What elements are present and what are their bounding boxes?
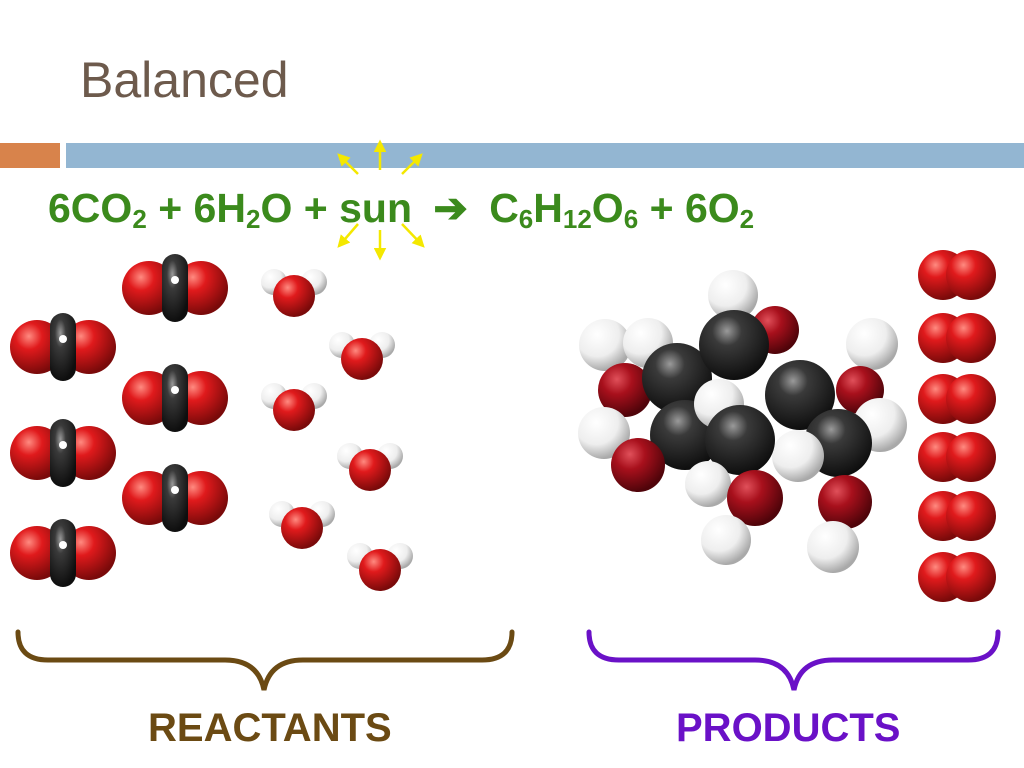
sun-term: sun <box>337 139 425 261</box>
co2-subscript: 2 <box>132 204 147 234</box>
h2o-molecule <box>261 269 327 317</box>
h2o-subscript: 2 <box>245 204 261 234</box>
h2o-molecule <box>329 332 395 380</box>
glucose-molecule <box>578 270 907 573</box>
h2o-molecule <box>261 383 327 431</box>
co2-molecule <box>10 419 116 487</box>
h2o-text: 6H <box>193 185 246 231</box>
glucose-hydrogen-text: H <box>533 185 563 231</box>
plus-sign: + <box>303 185 328 231</box>
glucose-carbon-subscript: 6 <box>518 204 534 234</box>
o2-term: 6O2 <box>684 185 755 234</box>
glucose-oxygen-text: O <box>591 185 624 231</box>
products-brace <box>586 629 1001 691</box>
header-divider-bar <box>66 143 1024 168</box>
sun-rays-icon <box>337 139 425 261</box>
o2-molecule <box>918 313 996 363</box>
reactants-label: REACTANTS <box>148 706 392 750</box>
co2-term: 6CO2 <box>48 185 147 234</box>
co2-molecule <box>122 464 228 532</box>
h2o-tail: O <box>260 185 293 231</box>
glucose-carbon-text: C <box>489 185 519 231</box>
glucose-oxygen-subscript: 6 <box>623 204 639 234</box>
products-label: PRODUCTS <box>676 706 901 750</box>
header-accent-bar <box>0 143 60 168</box>
co2-molecule <box>122 254 228 322</box>
chemical-equation: 6CO2 + 6H2O + sun ➔ C6H12O6 + 6O2 <box>48 139 755 261</box>
reaction-arrow: ➔ <box>433 185 468 231</box>
o2-molecule <box>918 432 996 482</box>
o2-molecule <box>918 552 996 602</box>
reactants-brace <box>15 629 515 691</box>
h2o-molecule <box>347 543 413 591</box>
plus-sign: + <box>649 185 674 231</box>
o2-molecule <box>918 250 996 300</box>
co2-molecule <box>122 364 228 432</box>
plus-sign: + <box>158 185 183 231</box>
o2-text: 6O <box>684 185 740 231</box>
o2-molecule <box>918 374 996 424</box>
h2o-term: 6H2O <box>193 185 293 234</box>
co2-text: 6CO <box>48 185 133 231</box>
sun-text: sun <box>339 185 413 231</box>
h2o-molecule <box>269 501 335 549</box>
h2o-molecule <box>337 443 403 491</box>
co2-molecule <box>10 313 116 381</box>
co2-molecule <box>10 519 116 587</box>
o2-molecule <box>918 491 996 541</box>
glucose-term: C6H12O6 <box>489 185 639 234</box>
slide-title: Balanced <box>80 52 289 108</box>
glucose-hydrogen-subscript: 12 <box>562 204 592 234</box>
o2-subscript: 2 <box>739 204 755 234</box>
